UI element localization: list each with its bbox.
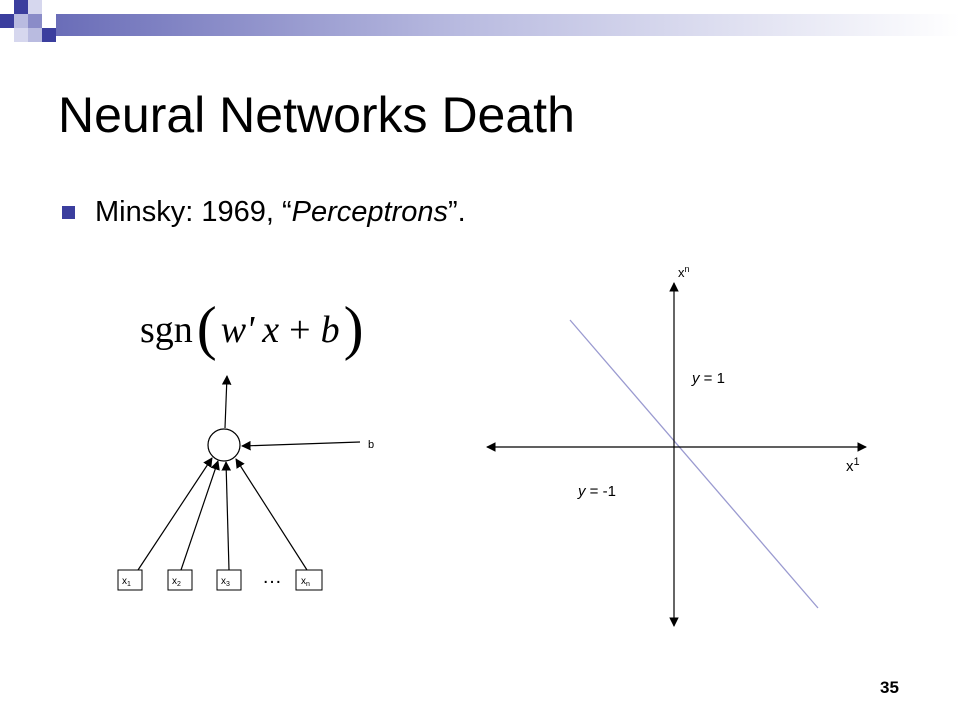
header-square xyxy=(28,28,42,42)
output-arrow xyxy=(221,375,232,429)
input-arrow xyxy=(180,460,220,571)
svg-text:x2: x2 xyxy=(172,576,181,588)
header-square xyxy=(28,0,42,14)
input-arrow xyxy=(137,457,213,571)
input-box-1: x1 xyxy=(117,569,143,591)
svg-text:x3: x3 xyxy=(221,576,230,588)
header-square xyxy=(28,14,42,28)
input-box-2: x2 xyxy=(167,569,193,591)
bias-label: b xyxy=(368,439,374,451)
input-ellipsis: … xyxy=(262,566,282,588)
header-square xyxy=(42,28,56,42)
svg-text:x1: x1 xyxy=(122,576,131,588)
x-axis-label: x1 xyxy=(846,456,860,475)
bias-arrow xyxy=(241,440,361,451)
header-square xyxy=(0,0,14,14)
book-title: Perceptrons xyxy=(291,196,448,228)
bullet-text-prefix: Minsky: 1969, “ xyxy=(95,196,292,228)
header-square xyxy=(0,14,14,28)
input-box-3: x3 xyxy=(216,569,242,591)
decision-boundary-line xyxy=(569,319,819,609)
header-square xyxy=(14,0,28,14)
input-arrow xyxy=(221,461,232,571)
formula-bias: b xyxy=(320,309,340,351)
header-decoration xyxy=(0,0,960,42)
header-square xyxy=(14,14,28,28)
formula-weight: w' xyxy=(220,309,255,351)
svg-text:xn: xn xyxy=(301,576,310,588)
bullet-square-icon xyxy=(62,206,75,219)
region-label-lower: y = -1 xyxy=(577,483,616,500)
slide-title: Neural Networks Death xyxy=(58,87,575,143)
perceptron-diagram: b x1 x2 x3 … xn xyxy=(117,375,374,591)
formula-operator: + xyxy=(289,309,311,351)
decision-plot: xn x1 y = 1 y = -1 xyxy=(486,264,867,627)
formula-close-paren: ) xyxy=(343,295,364,361)
formula-function: sgn xyxy=(140,309,193,351)
header-square xyxy=(42,14,56,28)
region-label-upper: y = 1 xyxy=(691,370,725,387)
page-number: 35 xyxy=(880,678,899,697)
formula-input: x xyxy=(262,309,280,351)
y-axis-label: xn xyxy=(678,264,690,280)
bullet-text-suffix: ”. xyxy=(448,196,466,228)
header-gradient-bar xyxy=(55,14,960,36)
activation-formula: sgn ( w' x + b ) xyxy=(140,295,368,361)
header-square xyxy=(0,28,14,42)
input-arrow xyxy=(235,458,308,571)
bullet-item: Minsky: 1969, “Perceptrons”. xyxy=(62,196,466,229)
header-square xyxy=(42,0,56,14)
input-box-n: xn xyxy=(295,569,323,591)
formula-open-paren: ( xyxy=(196,295,217,361)
neuron-node xyxy=(207,428,241,462)
header-square xyxy=(14,28,28,42)
